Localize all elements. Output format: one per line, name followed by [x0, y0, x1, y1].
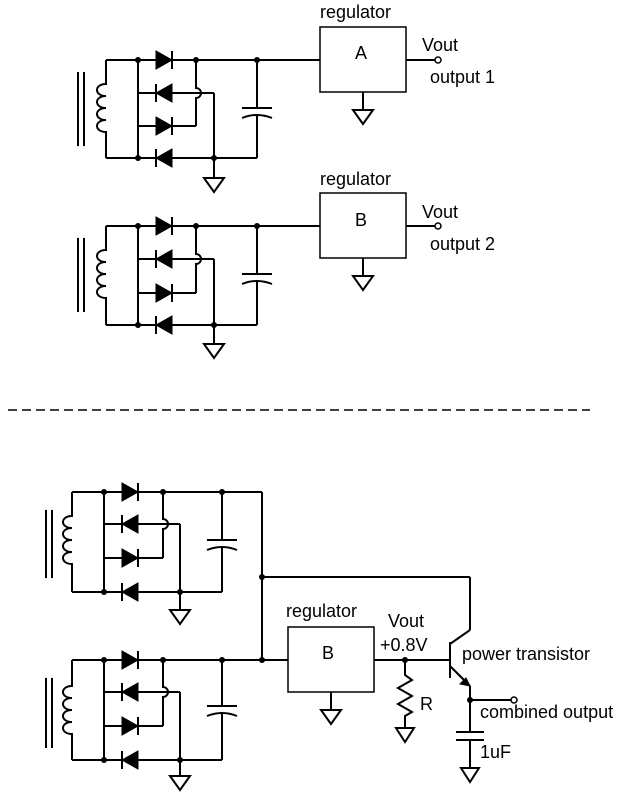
- ground-icon: [168, 609, 192, 626]
- output-label: output 1: [430, 67, 495, 87]
- ground-icon: [394, 727, 416, 744]
- transistor-label: power transistor: [462, 644, 590, 664]
- circuit-1: regulator A Vout output 1: [77, 2, 495, 194]
- output-terminal[interactable]: [434, 222, 442, 230]
- filter-capacitor: [214, 57, 273, 159]
- ground-icon: [459, 767, 481, 784]
- regulator-b: regulator B: [286, 601, 375, 726]
- combined-circuit: regulator B Vout +0.8V R power transisto…: [45, 482, 613, 792]
- transformer-icon: [45, 660, 73, 760]
- bridge-rectifier: [72, 482, 183, 610]
- capacitor-label: 1uF: [480, 742, 511, 762]
- regulator-box-label: B: [355, 210, 367, 230]
- bridge-rectifier: [106, 50, 217, 178]
- output-label: output 2: [430, 234, 495, 254]
- circuit-2: regulator B Vout output 2: [77, 169, 495, 360]
- regulator-b: regulator B: [319, 169, 407, 292]
- combined-output-label: combined output: [480, 702, 613, 722]
- ground-icon: [202, 343, 226, 360]
- regulator-a: regulator A: [319, 2, 407, 126]
- transformer-icon: [45, 492, 73, 592]
- ground-icon: [202, 177, 226, 194]
- regulator-label: regulator: [286, 601, 357, 621]
- output-capacitor: 1uF: [456, 700, 511, 784]
- ground-icon: [319, 709, 343, 726]
- regulator-box-label: B: [322, 643, 334, 663]
- ground-icon: [351, 275, 375, 292]
- power-transistor: power transistor: [449, 642, 590, 700]
- transformer-icon: [77, 60, 107, 158]
- resistor: R: [394, 660, 433, 744]
- resistor-label: R: [420, 694, 433, 714]
- output-terminal[interactable]: [434, 56, 442, 64]
- bridge-rectifier: [106, 216, 217, 344]
- vout-label: Vout: [422, 35, 458, 55]
- offset-voltage-label: +0.8V: [380, 635, 428, 655]
- ground-icon: [168, 775, 192, 792]
- vout-label: Vout: [422, 202, 458, 222]
- bridge-rectifier: [72, 650, 183, 776]
- regulator-label: regulator: [320, 2, 391, 22]
- filter-capacitor: [180, 657, 238, 761]
- filter-capacitor: [214, 223, 273, 326]
- filter-capacitor: [180, 489, 238, 593]
- vout-label: Vout: [388, 611, 424, 631]
- regulator-label: regulator: [320, 169, 391, 189]
- output-terminal[interactable]: [510, 696, 518, 704]
- ground-icon: [351, 109, 375, 126]
- regulator-box-label: A: [355, 43, 367, 63]
- transformer-icon: [77, 226, 107, 325]
